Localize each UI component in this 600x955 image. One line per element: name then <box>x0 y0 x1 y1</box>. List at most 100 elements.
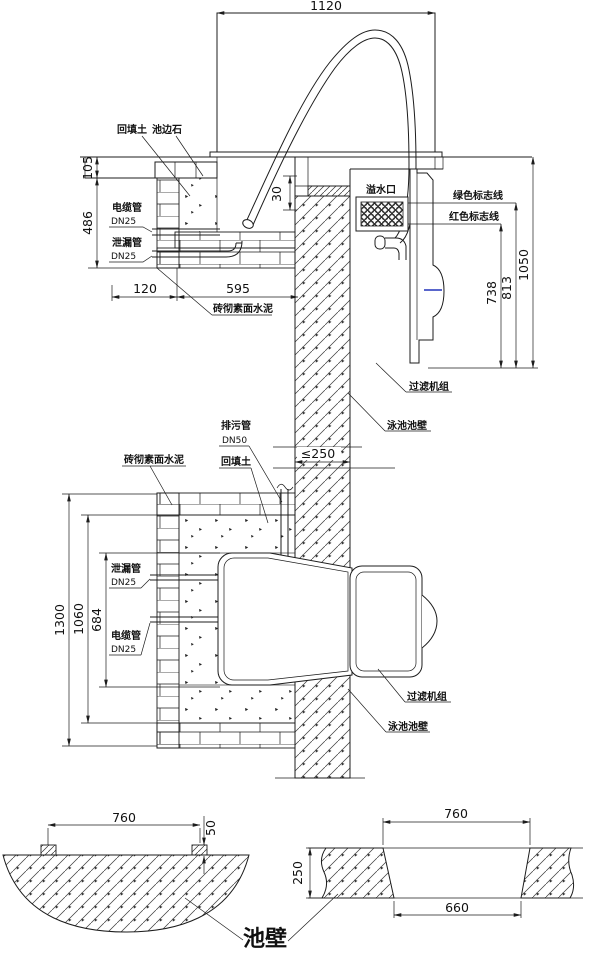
brick-band-bottom <box>156 722 296 749</box>
label-cable-pipe-plan: 电缆管 <box>111 629 141 642</box>
leader-backfill-top <box>141 135 191 197</box>
filter-unit-profile <box>409 168 445 364</box>
backfill-bottom <box>178 684 296 724</box>
overflow-outlet-mesh <box>360 201 404 227</box>
coping-joints <box>174 162 197 178</box>
dim-738: 738 <box>484 281 499 305</box>
dim-660: 660 <box>445 900 469 915</box>
label-leak-dn-top: DN25 <box>111 252 136 262</box>
label-brick-cement-plan: 砖彻素面水泥 <box>124 453 184 466</box>
dim-760b: 760 <box>444 806 468 821</box>
backfill-top <box>178 514 296 554</box>
leader-leak-top <box>109 255 153 263</box>
dim-1120: 1120 <box>310 0 342 13</box>
dim-30: 30 <box>269 186 284 202</box>
leader-filter-unit-plan <box>377 668 451 703</box>
section-opening-view: 760 660 250 <box>290 806 583 918</box>
label-pool-wall-top: 泳池池壁 <box>387 419 427 432</box>
leader-brick-cement-plan <box>122 465 186 506</box>
label-cable-pipe-top: 电缆管 <box>112 201 142 214</box>
ledge-block-left <box>40 844 57 856</box>
drain-pipe-break <box>276 483 294 491</box>
label-brick-cement-top: 砖彻素面水泥 <box>213 302 273 315</box>
label-cable-dn-plan: DN25 <box>111 645 136 655</box>
ledge-block-right <box>191 844 208 856</box>
leader-coping-stone <box>175 135 204 177</box>
dim-le250: ≤250 <box>301 446 335 461</box>
elbow-tube <box>385 237 407 260</box>
label-leak-pipe-plan: 泄漏管 <box>111 562 141 575</box>
leak-pipe <box>152 240 243 258</box>
section-front-view: 760 50 池壁 <box>2 810 339 951</box>
label-cable-dn-top: DN25 <box>111 217 136 227</box>
dim-120: 120 <box>133 281 157 296</box>
dim-ext-left <box>84 157 157 269</box>
dim-1300: 1300 <box>52 604 67 636</box>
dim-le250-backing <box>297 447 341 460</box>
dim-105: 105 <box>80 156 95 180</box>
dim-760a-ext <box>47 828 201 845</box>
label-green-mark: 绿色标志线 <box>453 189 503 202</box>
brick-column-plan <box>156 492 180 749</box>
label-filter-unit-plan: 过滤机组 <box>407 690 447 703</box>
plan-view: 1300 1060 684 排污管 DN50 砖彻素面水泥 回填土 泄漏管 DN… <box>52 419 451 749</box>
pier-right <box>520 847 575 899</box>
label-red-mark: 红色标志线 <box>449 210 499 223</box>
dim-813: 813 <box>499 276 514 300</box>
overflow-weir-lip <box>307 185 351 197</box>
label-pool-wall-big: 池壁 <box>243 926 287 951</box>
wall-body-front <box>2 854 250 933</box>
label-drain-pipe: 排污管 <box>221 419 251 432</box>
gutter-lines <box>295 157 350 187</box>
dim-250b: 250 <box>290 861 305 885</box>
filter-unit-dome <box>421 594 438 649</box>
reservoir-tank <box>216 12 436 153</box>
pier-left <box>320 847 395 899</box>
dim-50: 50 <box>203 820 218 836</box>
leader-pool-wall-plan <box>347 688 430 733</box>
dim-1060: 1060 <box>71 603 86 635</box>
hose-end-cap <box>242 219 254 229</box>
filter-unit-body-inner <box>223 557 349 681</box>
leader-leak-plan <box>109 578 151 589</box>
leader-cable-plan <box>109 622 151 656</box>
leader-drain <box>219 445 283 503</box>
dim-760a: 760 <box>112 810 136 825</box>
leader-cable-top <box>109 226 153 233</box>
leader-backfill-plan <box>219 467 269 524</box>
label-pool-wall-plan: 泳池池壁 <box>388 720 428 733</box>
label-drain-dn: DN50 <box>222 436 247 446</box>
brick-row-lower <box>156 247 296 269</box>
label-overflow-outlet: 溢水口 <box>366 183 396 196</box>
label-leak-pipe-top: 泄漏管 <box>112 236 142 249</box>
deck-bracket <box>434 156 444 170</box>
label-filter-unit-top: 过滤机组 <box>409 380 449 393</box>
filter-unit-body-plan <box>217 552 353 686</box>
dim-250b-ext <box>306 847 330 899</box>
backfill-left <box>179 553 218 685</box>
dim-486: 486 <box>80 211 95 235</box>
filter-unit-face-plan <box>349 565 423 678</box>
leader-pool-wall-big <box>184 893 339 942</box>
dim-ext-plan <box>62 493 220 747</box>
brick-row-upper <box>174 231 296 249</box>
leak-pipe-plan <box>150 574 218 581</box>
leader-brick-cement-top <box>156 267 272 316</box>
dim-684: 684 <box>89 608 104 632</box>
label-leak-dn-plan: DN25 <box>111 578 136 588</box>
cable-pipe-plan <box>150 616 218 623</box>
dim-760b-ext <box>382 818 531 845</box>
leader-filter-unit-top <box>375 362 452 393</box>
label-backfill-plan: 回填土 <box>221 455 251 468</box>
backfill-area <box>179 178 217 232</box>
dim-ext-bottom <box>111 268 178 301</box>
top-section-view: 1120 105 486 120 595 30 738 813 1050 ≤25… <box>80 0 538 779</box>
label-coping-stone: 池边石 <box>152 123 182 136</box>
dim-660-ext <box>393 901 522 918</box>
leader-pool-wall-top <box>347 392 431 432</box>
cable-pipe <box>152 228 220 236</box>
elbow-cap <box>374 235 386 250</box>
label-backfill-top: 回填土 <box>117 123 147 136</box>
